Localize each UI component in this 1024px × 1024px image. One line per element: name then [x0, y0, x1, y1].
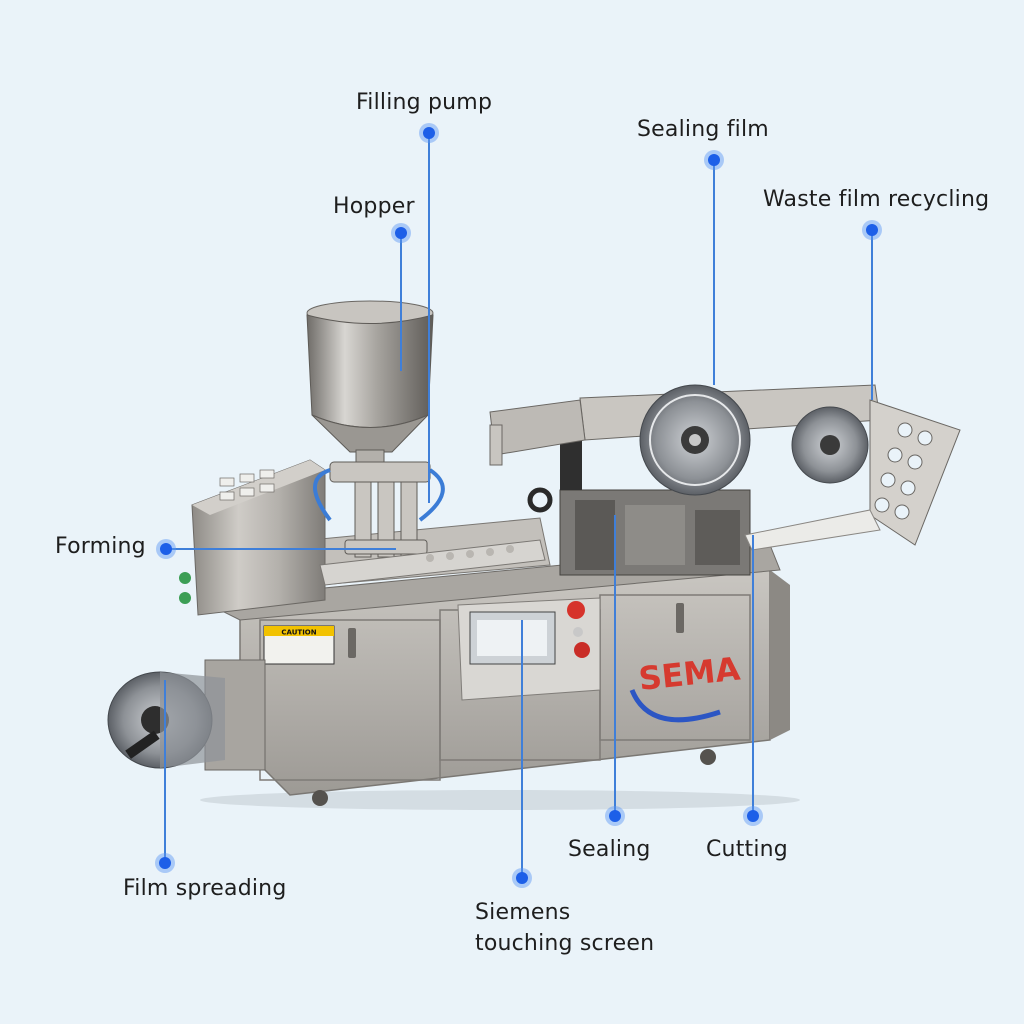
leader-line-waste-film: [871, 230, 873, 400]
label-hopper: Hopper: [333, 194, 415, 219]
callout-dot-sealing-film: [708, 154, 720, 166]
callout-dot-siemens-screen: [516, 872, 528, 884]
leader-line-film-spreading: [164, 680, 166, 863]
leader-line-hopper: [400, 233, 402, 371]
waste-film-recycler: [744, 399, 961, 551]
leader-line-forming: [166, 548, 396, 550]
filling-pump-assembly: [313, 461, 445, 558]
callout-dot-sealing: [609, 810, 621, 822]
label-siemens-line2: touching screen: [475, 931, 655, 956]
label-waste-film-recycling: Waste film recycling: [763, 187, 990, 212]
callout-dot-waste-film: [866, 224, 878, 236]
label-filling-pump: Filling pump: [356, 90, 493, 115]
label-cutting: Cutting: [706, 837, 788, 862]
label-siemens-line1: Siemens: [475, 900, 571, 925]
leader-line-cutting: [752, 535, 754, 815]
forming-rail: [319, 539, 546, 586]
leader-line-sealing: [614, 515, 616, 815]
sealing-film-unit: [489, 384, 881, 496]
leader-line-sealing-film: [713, 160, 715, 385]
film-spreading-roll: [107, 572, 266, 771]
sealing-station: [527, 440, 751, 576]
label-forming: Forming: [55, 534, 146, 559]
control-panel: [457, 597, 601, 701]
caution-text: CAUTION: [281, 629, 316, 637]
leader-line-siemens-screen: [521, 620, 523, 878]
leader-line-filling-pump: [428, 133, 430, 503]
floor-shadow: [200, 790, 800, 810]
label-sealing-film: Sealing film: [637, 117, 769, 142]
label-sealing: Sealing: [568, 837, 651, 862]
caution-sticker: CAUTION: [263, 625, 335, 665]
callout-dot-filling-pump: [423, 127, 435, 139]
electrical-box: [191, 459, 326, 616]
label-siemens-screen: Siemens touching screen: [475, 897, 654, 959]
callout-dot-cutting: [747, 810, 759, 822]
callout-dot-film-spreading: [159, 857, 171, 869]
callout-dot-forming: [160, 543, 172, 555]
hopper: [306, 300, 434, 473]
label-film-spreading: Film spreading: [123, 876, 287, 901]
callout-dot-hopper: [395, 227, 407, 239]
